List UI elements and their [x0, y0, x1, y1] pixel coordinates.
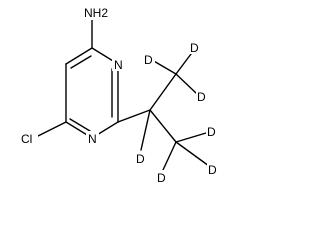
- deuterium-upper-methyl-1-label: D: [144, 53, 153, 67]
- bond-ch-d: [140, 109, 151, 151]
- amino-group-label: NH2: [84, 6, 108, 20]
- bond-lower-methyl-d1: [175, 132, 207, 143]
- deuterium-upper-methyl-3-label: D: [197, 90, 206, 104]
- bond-upper-methyl-d1: [151, 59, 177, 75]
- molecule-structure-diagram: NH2 N N Cl D D D D D D D: [20, 4, 219, 185]
- bond-ch-upper-methyl: [149, 73, 177, 111]
- bond-lower-methyl-d3: [162, 141, 177, 171]
- bond-c5-c4: [65, 47, 93, 65]
- deuterium-methine-label: D: [136, 152, 145, 166]
- bond-ch-lower-methyl: [149, 109, 177, 143]
- deuterium-lower-methyl-3-label: D: [157, 171, 166, 185]
- ring-nitrogen-lower-label: N: [88, 132, 97, 146]
- bond-c2-isopropyl: [117, 109, 151, 123]
- bond-c5-c4-double: [70, 55, 92, 69]
- deuterium-upper-methyl-2-label: D: [190, 41, 199, 55]
- ring-nitrogen-upper-label: N: [114, 58, 123, 72]
- substituent-bonds: [37, 19, 210, 171]
- bond-c6-cl: [37, 121, 67, 137]
- chlorine-label: Cl: [21, 132, 32, 146]
- bond-upper-methyl-d3: [175, 73, 197, 94]
- deuterium-lower-methyl-2-label: D: [208, 163, 217, 177]
- pyrimidine-ring: [65, 47, 119, 139]
- bond-lower-methyl-d2: [175, 141, 210, 167]
- deuterium-lower-methyl-1-label: D: [207, 125, 216, 139]
- atom-labels: NH2 N N Cl D D D D D D D: [20, 4, 219, 185]
- bond-n1-c6-double: [69, 118, 91, 132]
